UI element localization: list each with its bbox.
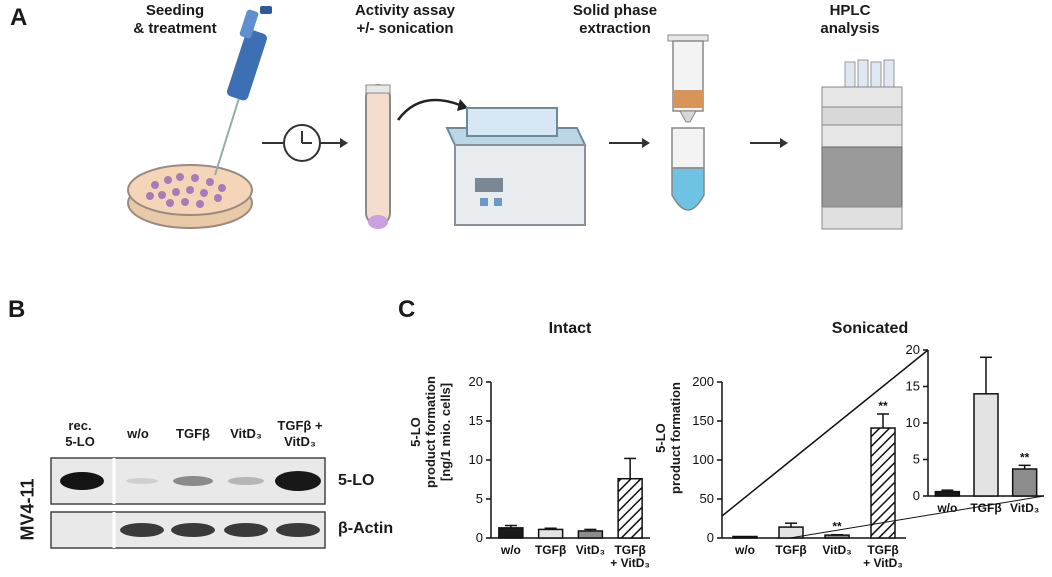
band-vitd3-actin bbox=[224, 523, 268, 537]
intact-xlabel-3-line1: + VitD₃ bbox=[610, 556, 650, 570]
sonicator-icon bbox=[445, 107, 587, 226]
step-hplc-label: HPLC analysis bbox=[820, 2, 880, 37]
workflow-illustration bbox=[127, 6, 903, 230]
inset-ytick-label-4: 20 bbox=[906, 342, 920, 357]
row-label-actin: β-Actin bbox=[338, 520, 394, 537]
inset-ytick-label-2: 10 bbox=[906, 415, 920, 430]
panel-c-letter: C bbox=[398, 296, 416, 323]
inset-bar-1 bbox=[973, 393, 999, 497]
zoom-line-top bbox=[721, 349, 929, 517]
intact-bar-3 bbox=[617, 477, 643, 539]
lane-label-tgfb-vitd3: TGFβ + VitD₃ bbox=[277, 418, 323, 449]
lane-label-rec-5lo: rec. 5-LO bbox=[65, 418, 95, 449]
intact-ytick-label-0: 0 bbox=[476, 530, 483, 545]
sonicated-xlabel-1: TGFβ bbox=[775, 543, 806, 557]
step-activity-assay-label: Activity assay +/- sonication bbox=[354, 2, 456, 37]
sonicated-ytick-label-2: 100 bbox=[692, 452, 714, 467]
intact-bar-2 bbox=[577, 530, 604, 539]
pipette-icon bbox=[214, 6, 272, 176]
hplc-icon bbox=[821, 59, 903, 230]
inset-bar-2 bbox=[1011, 468, 1038, 497]
chart-sonicated-title: Sonicated bbox=[831, 320, 909, 337]
panel-a-letter: A bbox=[10, 4, 28, 31]
intact-ytick-label-3: 15 bbox=[469, 413, 483, 428]
band-wo-5lo bbox=[126, 478, 158, 484]
inset-sig-2: ** bbox=[1020, 450, 1030, 464]
intact-xlabel-2: VitD₃ bbox=[576, 543, 605, 557]
band-vitd3-5lo bbox=[228, 477, 264, 485]
intact-bar-0 bbox=[498, 527, 524, 539]
sonicated-sig-2: ** bbox=[832, 520, 842, 534]
band-rec-5lo bbox=[60, 472, 104, 490]
band-tgfb-actin bbox=[171, 523, 215, 537]
inset-ytick-label-3: 15 bbox=[906, 379, 920, 394]
lane-label-tgfb: TGFβ bbox=[176, 426, 210, 441]
sonicated-ytick-label-3: 150 bbox=[692, 413, 714, 428]
sonicated-xlabel-0: w/o bbox=[734, 543, 755, 557]
sonicated-bar-3 bbox=[870, 427, 896, 539]
inset-ytick-label-0: 0 bbox=[913, 488, 920, 503]
step-spe-label: Solid phase extraction bbox=[572, 2, 658, 37]
inset-ytick-label-1: 5 bbox=[913, 452, 920, 467]
sonicated-ytick-label-1: 50 bbox=[700, 491, 714, 506]
intact-xlabel-3: TGFβ bbox=[614, 543, 645, 557]
sonicated-sig-3: ** bbox=[878, 399, 888, 413]
inset-bar-0 bbox=[934, 490, 961, 497]
sonicated-bar-2 bbox=[824, 534, 850, 539]
test-tube-icon bbox=[365, 84, 391, 229]
lane-label-wo: w/o bbox=[127, 426, 149, 441]
band-wo-actin bbox=[120, 523, 164, 537]
band-tgfb-5lo bbox=[173, 476, 213, 486]
sonicated-ytick-label-4: 200 bbox=[692, 374, 714, 389]
chart-intact-title: Intact bbox=[548, 320, 592, 337]
intact-xlabel-1: TGFβ bbox=[535, 543, 566, 557]
intact-xlabel-0: w/o bbox=[500, 543, 521, 557]
inset-xlabel-1: TGFβ bbox=[970, 501, 1001, 515]
intact-ytick-label-4: 20 bbox=[469, 374, 483, 389]
step-seeding-label: Seeding & treatment bbox=[133, 2, 217, 37]
intact-ytick-label-1: 5 bbox=[476, 491, 483, 506]
petri-dish-icon bbox=[127, 164, 253, 229]
lane-label-vitd3: VitD₃ bbox=[230, 426, 262, 441]
spe-column-icon bbox=[667, 34, 709, 211]
band-tgfb-vitd3-5lo bbox=[275, 471, 321, 491]
row-label-5lo: 5-LO bbox=[338, 472, 375, 489]
intact-ytick-label-2: 10 bbox=[469, 452, 483, 467]
sonicated-xlabel-2: VitD₃ bbox=[822, 543, 851, 557]
sonicated-ytick-label-0: 0 bbox=[707, 530, 714, 545]
band-tgfb-vitd3-actin bbox=[276, 523, 320, 537]
panel-b-letter: B bbox=[8, 296, 26, 323]
inset-xlabel-2: VitD₃ bbox=[1010, 501, 1039, 515]
intact-bar-1 bbox=[537, 528, 564, 539]
zoom-line-bottom bbox=[789, 495, 1045, 539]
western-blot bbox=[50, 457, 326, 549]
sonicated-xlabel-3: TGFβ bbox=[867, 543, 898, 557]
sonicated-xlabel-3-line1: + VitD₃ bbox=[863, 556, 903, 570]
